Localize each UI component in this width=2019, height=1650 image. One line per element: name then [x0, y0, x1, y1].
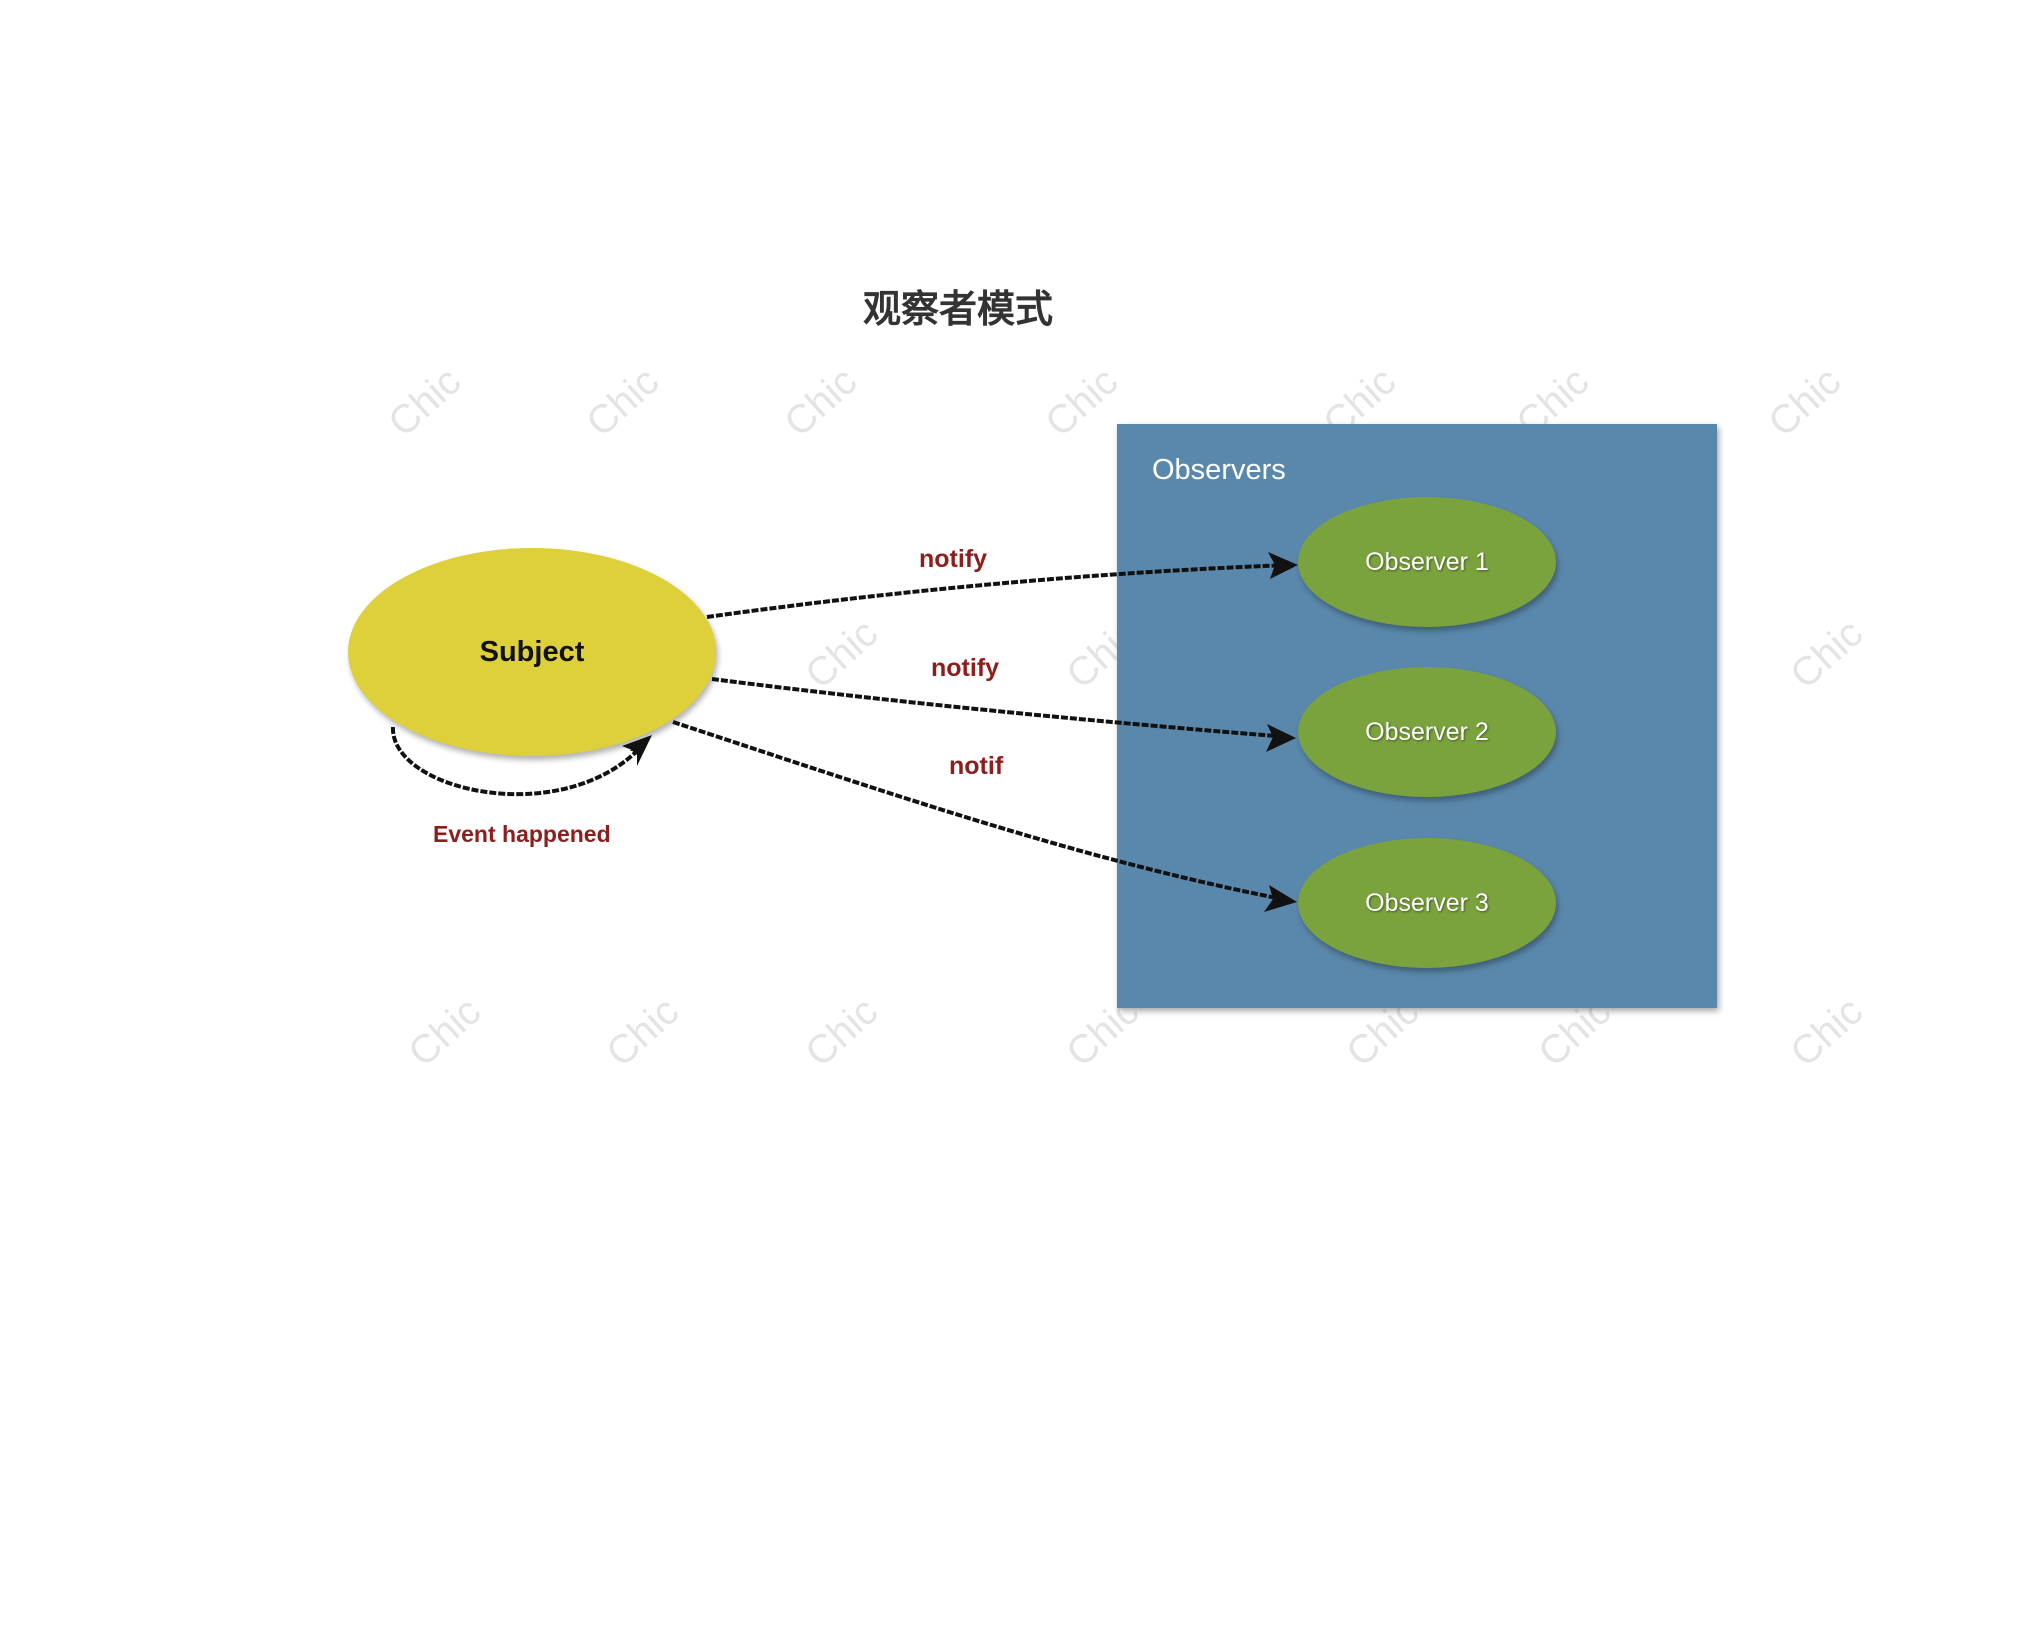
- watermark: Chic: [1037, 359, 1127, 446]
- watermark: Chic: [598, 989, 688, 1076]
- watermark: Chic: [797, 611, 887, 698]
- edge-label-notify-1: notify: [919, 545, 988, 573]
- watermark: Chic: [797, 989, 887, 1076]
- subject-label: Subject: [479, 635, 585, 668]
- observer-label: Observer 3: [1365, 888, 1489, 917]
- observer-label: Observer 1: [1365, 547, 1489, 576]
- watermark: Chic: [1782, 989, 1872, 1076]
- watermark: Chic: [380, 359, 470, 446]
- observer-node-1: Observer 1: [1298, 497, 1556, 627]
- watermark: Chic: [578, 359, 668, 446]
- watermark: Chic: [1760, 359, 1850, 446]
- observer-node-3: Observer 3: [1298, 838, 1556, 968]
- self-loop-label: Event happened: [433, 821, 611, 847]
- watermark: Chic: [776, 359, 866, 446]
- watermark: Chic: [400, 989, 490, 1076]
- observer-node-2: Observer 2: [1298, 667, 1556, 797]
- observer-label: Observer 2: [1365, 717, 1489, 746]
- subject-node: Subject: [348, 548, 716, 756]
- edge-label-notify-3: notif: [949, 752, 1004, 780]
- watermark: Chic: [1782, 611, 1872, 698]
- edge-label-notify-2: notify: [931, 654, 1000, 682]
- diagram-title: 观察者模式: [862, 287, 1053, 331]
- observers-group-label: Observers: [1152, 454, 1286, 486]
